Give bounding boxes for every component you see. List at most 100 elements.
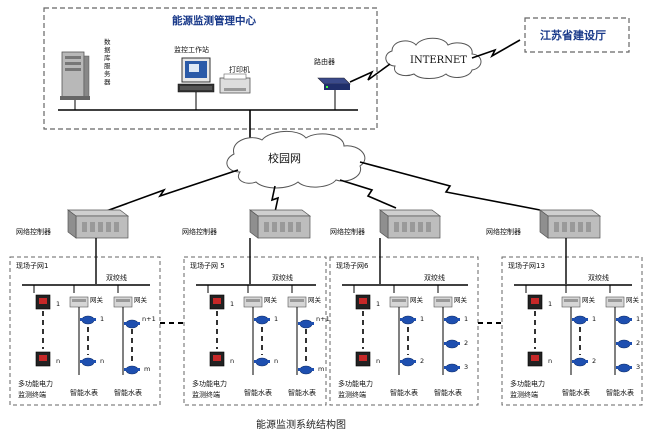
diagram-caption: 能源监测系统结构图 (256, 418, 346, 431)
meter-caption: 监测终端 (338, 390, 366, 399)
water-meter-icon (124, 365, 140, 375)
svg-text:务: 务 (104, 69, 111, 78)
gateway-label: 网关 (582, 295, 596, 304)
water-caption: 智能水表 (606, 388, 634, 397)
meter-caption: 多功能电力 (510, 379, 545, 388)
meter-index-label: n (56, 357, 60, 365)
water-meter-icon (616, 339, 632, 349)
gateway-icon (605, 296, 625, 308)
water-index-label: n+1 (316, 315, 330, 323)
gateway-label: 网关 (90, 295, 104, 304)
controller-label: 网络控制器 (330, 227, 365, 236)
workstation-label: 监控工作站 (174, 45, 209, 54)
water-meter-icon (298, 319, 314, 329)
meter-caption: 多功能电力 (18, 379, 53, 388)
water-caption: 智能水表 (562, 388, 590, 397)
water-meter-icon (254, 357, 270, 367)
svg-text:库: 库 (104, 53, 111, 62)
water-index-label: 1 (592, 315, 596, 323)
gateway-icon (69, 296, 89, 308)
controller-label: 网络控制器 (486, 227, 521, 236)
svg-text:数: 数 (104, 37, 111, 46)
water-meter-icon (400, 315, 416, 325)
water-index-label: 2 (420, 357, 424, 365)
water-caption: 智能水表 (244, 388, 272, 397)
cable-label: 双绞线 (588, 273, 609, 282)
internet-cloud-icon (385, 37, 482, 79)
network-controller-icon (378, 209, 442, 239)
controller-label: 网络控制器 (16, 227, 51, 236)
printer-label: 打印机 (229, 65, 250, 74)
subnet-name: 现场子网 5 (190, 261, 225, 270)
gateway-icon (433, 296, 453, 308)
power-meter-icon (527, 351, 543, 367)
gateway-icon (561, 296, 581, 308)
water-caption: 智能水表 (114, 388, 142, 397)
water-meter-icon (80, 315, 96, 325)
gateway-icon (389, 296, 409, 308)
water-meter-icon (616, 363, 632, 373)
power-meter-icon (527, 294, 543, 310)
water-index-label: 1 (100, 315, 104, 323)
water-index-label: m (144, 365, 150, 373)
internet-authority-link (471, 39, 521, 59)
network-controller-icon (66, 209, 130, 239)
meter-caption: 监测终端 (18, 390, 46, 399)
water-index-label: 3 (636, 363, 640, 371)
water-meter-icon (616, 315, 632, 325)
subnet-name: 现场子网6 (336, 261, 369, 270)
subnet-name: 现场子网1 (16, 261, 48, 270)
meter-caption: 监测终端 (510, 390, 538, 399)
subnet-name: 现场子网13 (508, 261, 545, 270)
gateway-label: 网关 (308, 295, 322, 304)
network-controller-icon (248, 209, 312, 239)
meter-index-label: 1 (548, 300, 552, 308)
water-caption: 智能水表 (70, 388, 98, 397)
svg-text:器: 器 (104, 78, 111, 86)
water-index-label: m (318, 365, 324, 373)
water-index-label: 2 (464, 339, 468, 347)
water-meter-icon (254, 315, 270, 325)
water-index-label: 1 (274, 315, 278, 323)
link-to-controller-2 (270, 185, 280, 213)
cable-label: 双绞线 (106, 273, 127, 282)
svg-text:服: 服 (104, 62, 111, 70)
gateway-icon (287, 296, 307, 308)
power-meter-icon (35, 351, 51, 367)
gateway-label: 网关 (454, 295, 468, 304)
router-icon (317, 77, 351, 90)
meter-index-label: 1 (56, 300, 60, 308)
authority-label: 江苏省建设厅 (540, 28, 606, 42)
gateway-icon (243, 296, 263, 308)
center-title: 能源监测管理中心 (172, 14, 256, 27)
cable-label: 双绞线 (272, 273, 293, 282)
gateway-label: 网关 (134, 295, 148, 304)
water-meter-icon (298, 365, 314, 375)
meter-caption: 多功能电力 (192, 379, 227, 388)
meter-caption: 监测终端 (192, 390, 220, 399)
campus-cloud-icon (226, 131, 366, 189)
svg-text:据: 据 (104, 45, 111, 54)
water-meter-icon (400, 357, 416, 367)
gateway-icon (113, 296, 133, 308)
meter-index-label: n (548, 357, 552, 365)
link-to-controller-1 (97, 169, 239, 215)
water-index-label: 2 (592, 357, 596, 365)
power-meter-icon (209, 351, 225, 367)
water-index-label: 1 (636, 315, 640, 323)
db-server-label: 数 据 库 服 务 器 (104, 37, 111, 86)
controller-label: 网络控制器 (182, 227, 217, 236)
campus-label: 校园网 (268, 151, 301, 165)
network-controller-icon (538, 209, 602, 239)
router-label: 路由器 (314, 57, 335, 66)
meter-caption: 多功能电力 (338, 379, 373, 388)
water-meter-icon (444, 363, 460, 373)
cable-label: 双绞线 (424, 273, 445, 282)
authority-box (524, 17, 630, 53)
water-index-label: n (274, 357, 278, 365)
power-meter-icon (355, 351, 371, 367)
